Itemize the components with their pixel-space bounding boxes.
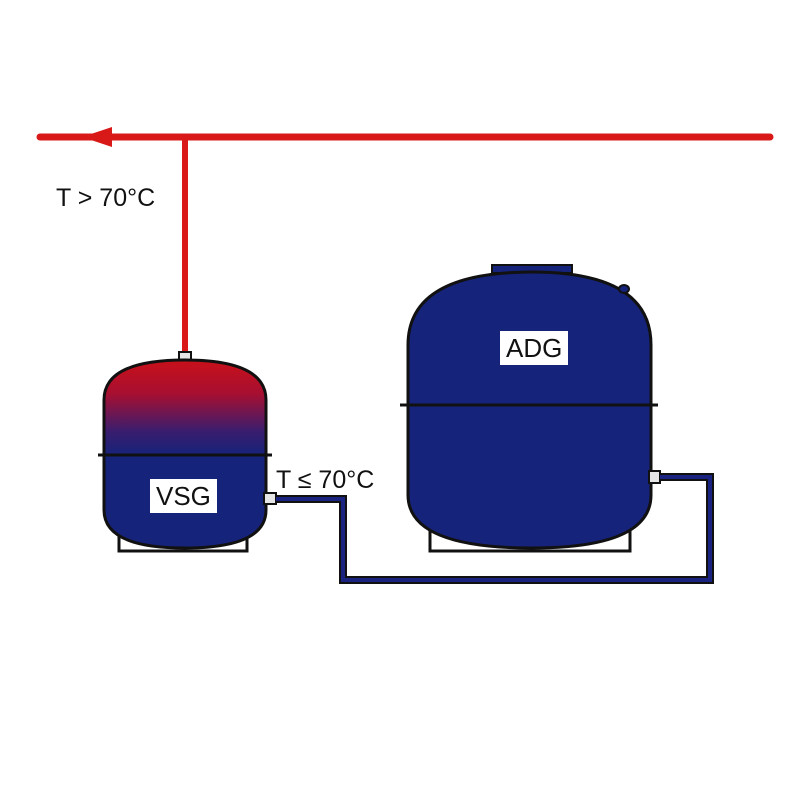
large-tank-valve xyxy=(618,284,630,294)
small-tank xyxy=(98,351,277,553)
small-tank-outline xyxy=(102,358,268,550)
cool-temperature-label: T ≤ 70°C xyxy=(276,466,375,494)
large-tank-label: ADG xyxy=(500,331,569,365)
small-tank-outlet xyxy=(263,492,277,505)
small-tank-top xyxy=(104,360,266,455)
large-tank xyxy=(400,264,661,553)
flow-arrow-icon xyxy=(82,127,112,147)
large-tank-body xyxy=(406,270,653,550)
large-tank-outlet xyxy=(648,470,661,484)
cold-connecting-pipe-fill xyxy=(276,475,712,582)
hot-temperature-label: T > 70°C xyxy=(56,184,156,212)
small-tank-label: VSG xyxy=(150,479,217,513)
